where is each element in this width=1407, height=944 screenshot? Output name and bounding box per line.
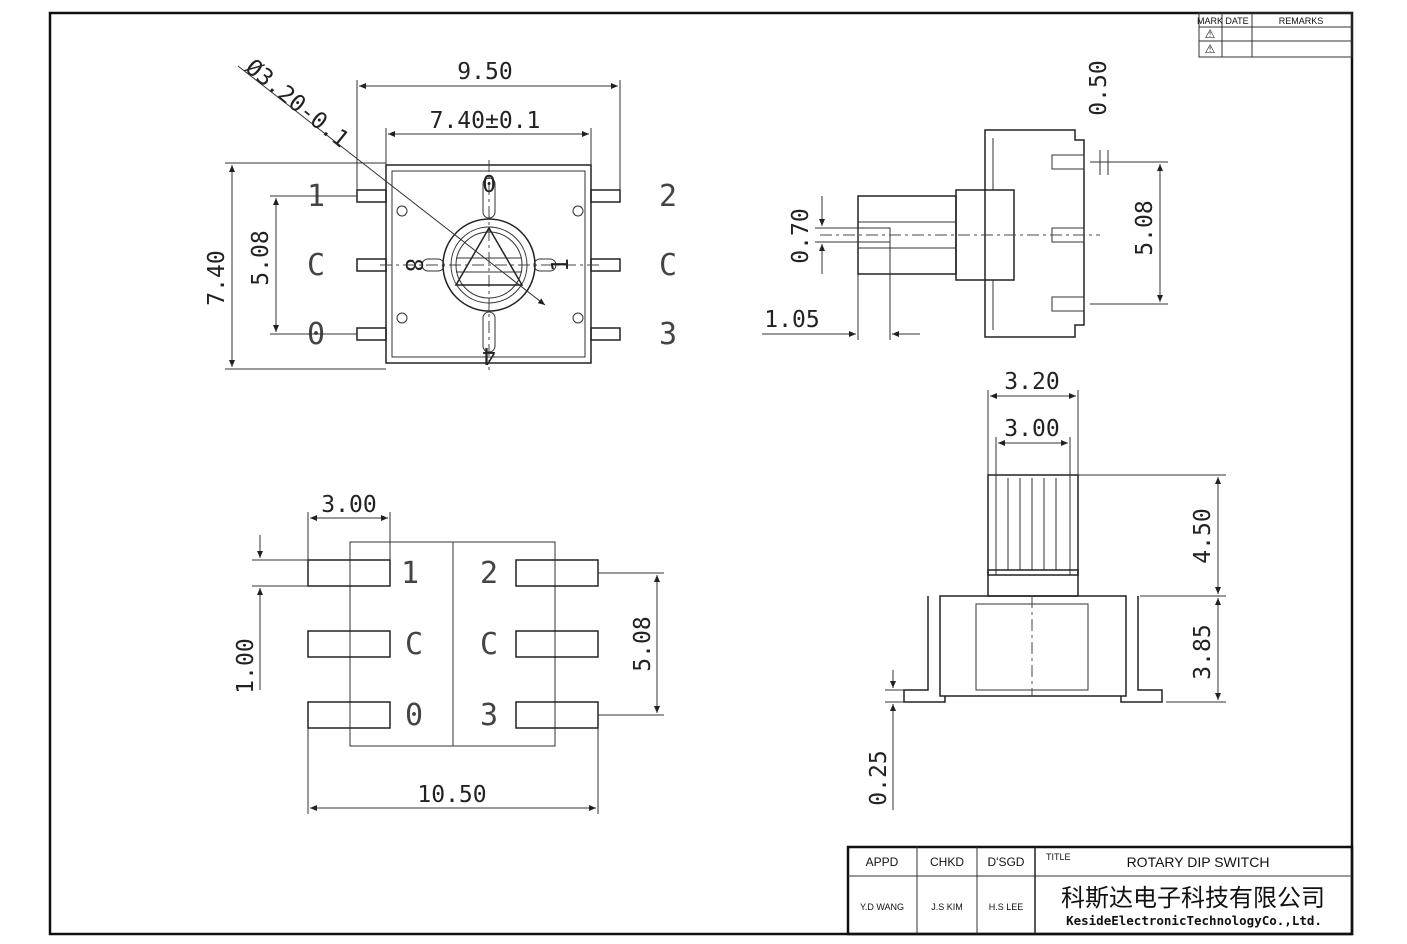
pin-label-c: C	[307, 248, 325, 283]
pin	[356, 189, 387, 203]
dim-pitch: 5.08	[248, 230, 274, 285]
dim-total-width: 10.50	[417, 782, 486, 808]
side-view: 0.50 5.08 0.70 1.05	[762, 60, 1168, 340]
footprint-label-2: 2	[480, 556, 498, 591]
dim-pad-width: 1.00	[233, 638, 259, 693]
pin-label-c: C	[659, 248, 677, 283]
revision-remarks-header: REMARKS	[1279, 16, 1324, 26]
pin	[356, 327, 387, 341]
top-view: 0 8 4 1 1 C 0 2 C 3 9.50 7.40±0.1 Ø3.20-…	[204, 54, 677, 370]
dim-width-body: 7.40±0.1	[430, 108, 541, 134]
front-view: 3.20 3.00 4.50 3.85 0.25	[866, 369, 1226, 810]
pin-label-2: 2	[659, 179, 677, 214]
pin	[590, 189, 621, 203]
pin-label-3: 3	[659, 317, 677, 352]
dim-offset: 1.05	[764, 307, 819, 333]
dial-mark-0: 0	[482, 172, 496, 198]
pin	[590, 327, 621, 341]
footprint-label-c: C	[480, 627, 498, 662]
dim-pad-length: 3.00	[321, 492, 376, 518]
revision-warning-icon: ⚠	[1205, 27, 1216, 41]
solder-pad	[515, 630, 599, 658]
front-body	[939, 595, 1127, 697]
rotor-dial	[442, 218, 536, 312]
dial-mark-8: 8	[400, 258, 426, 272]
title-label: TITLE	[1046, 852, 1071, 862]
solder-pad	[307, 559, 391, 587]
dim-height: 7.40	[204, 250, 230, 305]
chkd-name: J.S KIM	[931, 902, 963, 912]
title-block: APPD CHKD D'SGD TITLE ROTARY DIP SWITCH …	[846, 845, 1354, 936]
dim-side-pitch: 5.08	[1132, 200, 1158, 255]
appd-label: APPD	[866, 855, 899, 869]
revision-mark-header: MARK	[1197, 16, 1223, 26]
footprint-label-3: 3	[480, 698, 498, 733]
dim-foot: 0.25	[866, 750, 892, 805]
company-name-cn: 科斯达电子科技有限公司	[1061, 884, 1325, 912]
rotor-indicator	[454, 226, 524, 286]
footprint-label-1: 1	[401, 556, 419, 591]
dim-width-outer: 9.50	[457, 59, 512, 85]
dim-shaft-inner: 3.00	[1004, 416, 1059, 442]
footprint-label-c: C	[405, 627, 423, 662]
solder-pad	[515, 559, 599, 587]
appd-name: Y.D WANG	[860, 902, 904, 912]
dial-mark-4: 4	[482, 342, 496, 368]
dim-body-height: 3.85	[1190, 624, 1216, 679]
drawing-title: ROTARY DIP SWITCH	[1127, 854, 1270, 870]
revision-date-header: DATE	[1225, 16, 1248, 26]
dsgd-name: H.S LEE	[989, 902, 1024, 912]
company-name-en: KesideElectronicTechnologyCo.,Ltd.	[1066, 913, 1322, 928]
pin	[1051, 296, 1085, 312]
chkd-label: CHKD	[930, 855, 964, 869]
dim-shaft-outer: 3.20	[1004, 369, 1059, 395]
side-housing	[984, 129, 1085, 338]
revision-block: MARK DATE REMARKS ⚠ ⚠	[1197, 12, 1353, 58]
pin	[1051, 154, 1085, 170]
dim-shaft-height: 4.50	[1190, 508, 1216, 563]
footprint-view: 1 C 0 2 C 3 3.00 1.00 5.08 10.50	[233, 492, 664, 814]
footprint-label-0: 0	[405, 698, 423, 733]
dsgd-label: D'SGD	[988, 855, 1025, 869]
front-shaft	[987, 474, 1079, 576]
solder-pad	[307, 630, 391, 658]
dim-footprint-pitch: 5.08	[630, 616, 656, 671]
dial-mark-1: 1	[548, 258, 574, 272]
solder-pad	[307, 701, 391, 729]
drawing-frame	[48, 11, 1354, 936]
revision-warning-icon: ⚠	[1205, 42, 1216, 56]
dim-pin-width: 0.50	[1086, 60, 1112, 115]
dim-shaft-slot: 0.70	[788, 208, 814, 263]
solder-pad	[515, 701, 599, 729]
dim-shaft-diameter: Ø3.20-0.1	[240, 54, 353, 153]
